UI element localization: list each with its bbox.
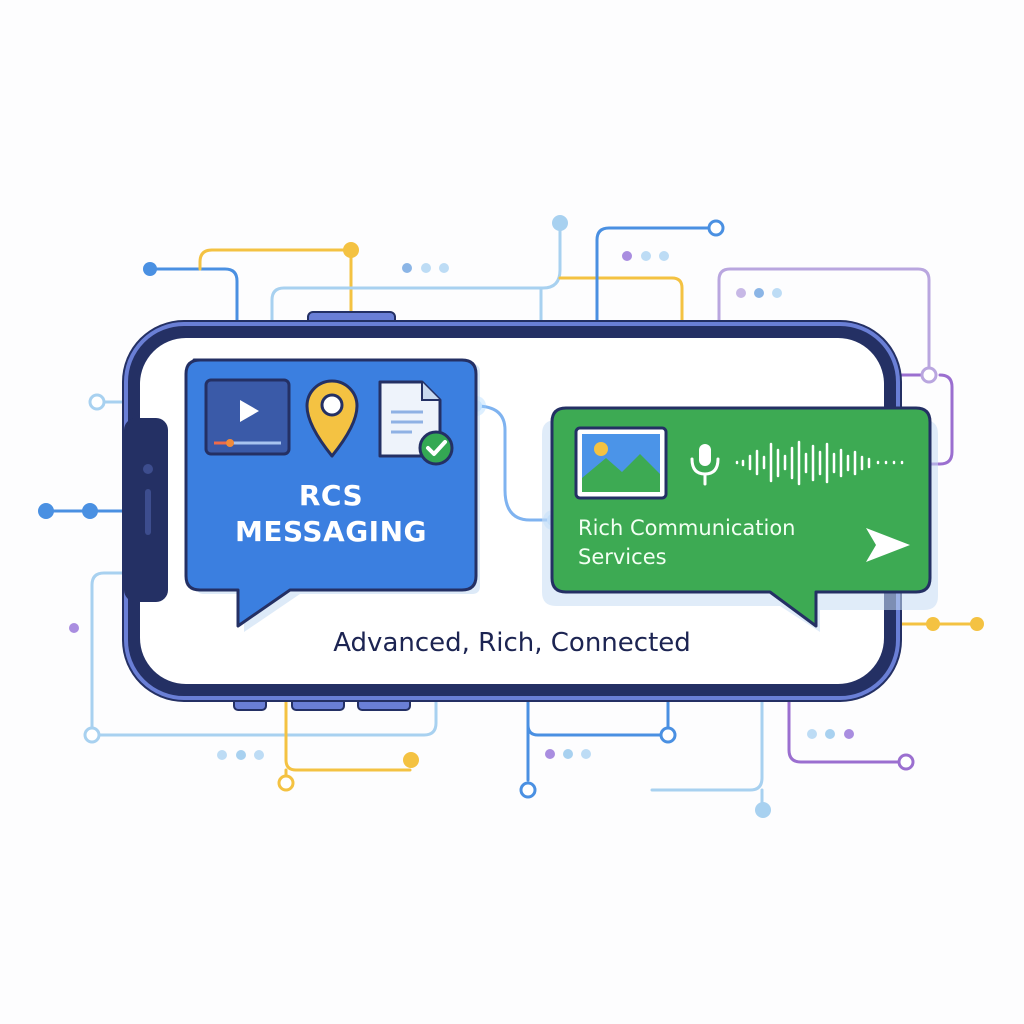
tagline: Advanced, Rich, Connected	[333, 628, 691, 658]
video-player-icon	[204, 378, 291, 456]
dot-triplets	[217, 251, 854, 760]
microphone-icon	[690, 444, 720, 486]
rcs-text-line-2: Services	[578, 545, 667, 569]
rcs-messaging-bubble	[184, 358, 480, 632]
audio-waveform-icon	[735, 440, 904, 486]
circuit-lines	[44, 220, 974, 808]
send-icon	[866, 528, 910, 562]
location-pin-icon	[305, 379, 359, 458]
image-icon	[574, 426, 668, 500]
circuit-nodes	[38, 215, 984, 818]
document-check-icon	[378, 380, 454, 466]
rcs-messaging-title: RCS MESSAGING	[186, 478, 476, 550]
title-line-1: RCS	[298, 479, 364, 512]
rich-communication-text: Rich Communication Services	[578, 514, 795, 572]
rcs-text-line-1: Rich Communication	[578, 516, 796, 540]
title-line-2: MESSAGING	[234, 515, 428, 548]
rich-communication-bubble	[542, 406, 938, 632]
